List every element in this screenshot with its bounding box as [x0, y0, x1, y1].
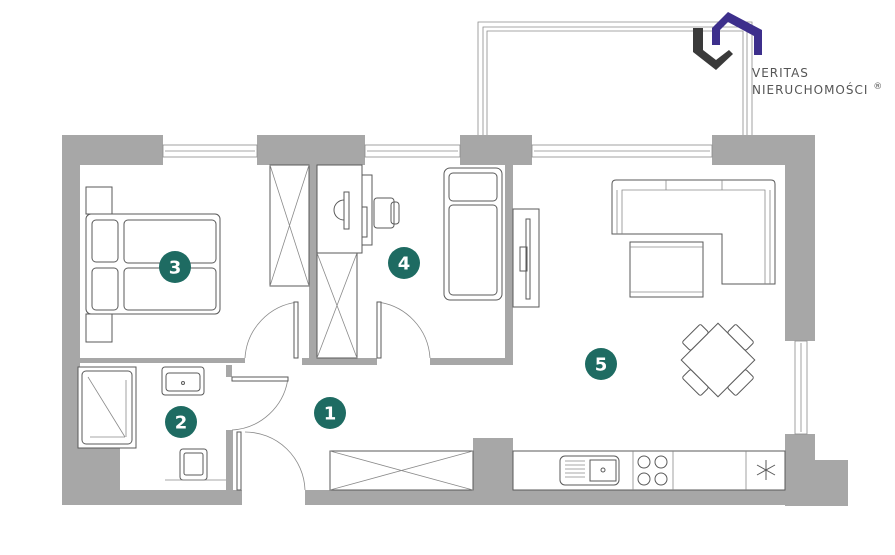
shower	[77, 366, 137, 449]
fridge-snowflake-icon	[756, 460, 776, 480]
double-bed	[85, 186, 221, 343]
room-marker-5: 5	[585, 348, 617, 380]
room-number: 4	[398, 254, 411, 275]
washbasin	[161, 366, 205, 396]
wardrobe	[316, 252, 358, 359]
windows	[162, 144, 808, 435]
logo-line2-text: NIERUCHOMOŚCI	[752, 83, 869, 97]
room-marker-4: 4	[388, 247, 420, 279]
kitchen-sink	[559, 455, 620, 486]
logo-line2: NIERUCHOMOŚCI ®	[752, 82, 883, 97]
room-marker-1: 1	[314, 397, 346, 429]
room-number: 5	[595, 355, 608, 376]
balcony	[477, 21, 753, 135]
kitchen-counter	[512, 450, 786, 491]
corner-sofa	[611, 179, 776, 285]
toilet	[165, 448, 226, 481]
single-bed	[443, 167, 503, 301]
cooktop	[637, 455, 668, 486]
coffee-table	[629, 241, 704, 298]
room-marker-2: 2	[165, 406, 197, 438]
desk	[316, 164, 400, 254]
room-number: 1	[324, 404, 337, 425]
logo-mark	[693, 12, 762, 70]
doors	[231, 301, 431, 491]
logo-line1: VERITAS	[752, 66, 809, 80]
room-marker-3: 3	[159, 251, 191, 283]
wardrobe	[269, 164, 310, 287]
room-number: 2	[175, 413, 188, 434]
registered-mark: ®	[873, 82, 884, 92]
hall-wardrobe	[329, 450, 474, 491]
dining-set	[680, 322, 756, 398]
tv-unit	[512, 208, 540, 308]
room-number: 3	[169, 258, 182, 279]
walls	[62, 135, 848, 506]
